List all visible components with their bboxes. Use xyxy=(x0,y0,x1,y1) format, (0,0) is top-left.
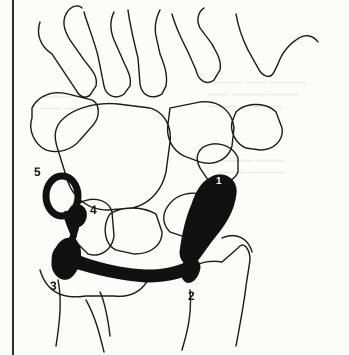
ligament-1-shape xyxy=(180,175,236,265)
label-2: 2 xyxy=(188,289,195,303)
ligament-5-ring xyxy=(46,176,78,216)
label-5: 5 xyxy=(34,165,41,179)
triquetrum-upper-outline xyxy=(232,105,283,151)
metacarpal-1-outline xyxy=(39,6,97,97)
metacarpal-5-outline xyxy=(236,14,318,76)
label-3: 3 xyxy=(50,279,57,293)
capitate-outline xyxy=(55,104,170,210)
trapezium-outline xyxy=(31,93,99,152)
label-4: 4 xyxy=(90,203,97,217)
metacarpal-3-outline xyxy=(128,10,167,97)
label-1: 1 xyxy=(216,176,222,187)
hamate-outline xyxy=(168,102,234,163)
ligament-band-shape xyxy=(68,252,190,282)
metacarpal-4-outline xyxy=(172,8,220,82)
radius-inner-line xyxy=(100,292,110,336)
metacarpal-2-outline xyxy=(84,12,130,97)
